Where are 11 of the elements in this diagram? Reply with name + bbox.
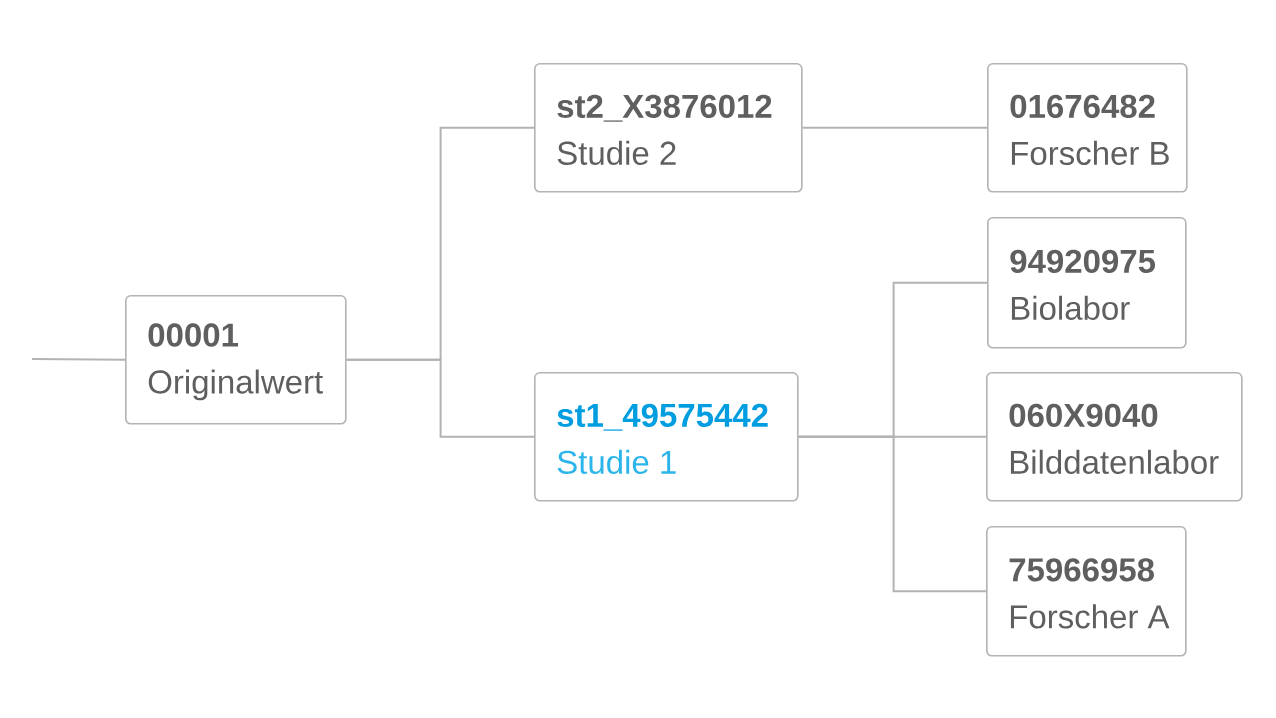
record-box: 00001 Originalwert (125, 295, 347, 425)
record-box: 75966958 Forscher A (986, 526, 1187, 657)
connector-line (345, 358, 535, 438)
record-box: 01676482 Forscher B (987, 63, 1188, 193)
connector-line (797, 435, 987, 593)
record-box: 060X9040 Bilddatenlabor (986, 372, 1243, 502)
connector-line (31, 358, 126, 361)
connector-line (801, 126, 988, 129)
record-box: st2_X3876012 Studie 2 (534, 63, 803, 193)
record-box: 94920975 Biolabor (987, 217, 1187, 349)
record-box: st1_49575442 Studie 1 (534, 372, 799, 502)
